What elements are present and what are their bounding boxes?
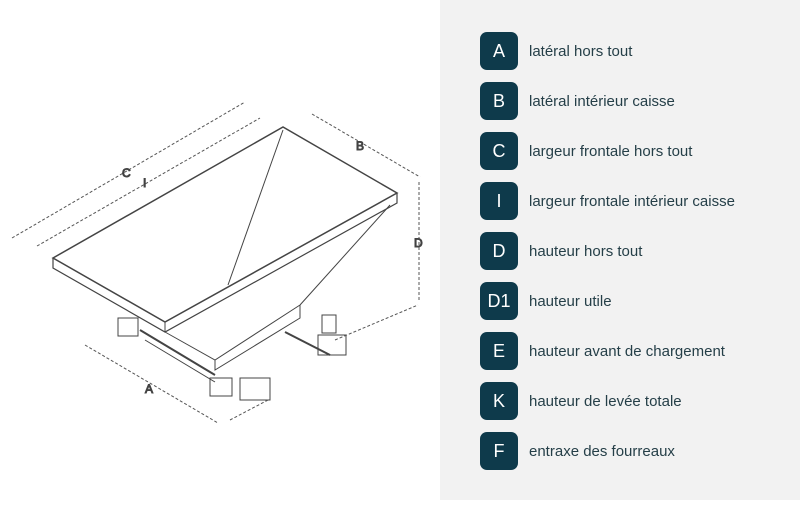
dimension-label-c: C <box>122 166 131 180</box>
legend-label: hauteur hors tout <box>529 242 643 260</box>
dimension-label-i: I <box>143 176 146 190</box>
legend-key-badge: D1 <box>480 282 518 320</box>
dimension-label-b: B <box>356 139 364 153</box>
legend-key-badge: B <box>480 82 518 120</box>
legend-label: largeur frontale intérieur caisse <box>529 192 735 210</box>
dimension-label-d: D <box>414 236 423 250</box>
legend-label: latéral hors tout <box>529 42 633 60</box>
legend-key-badge: D <box>480 232 518 270</box>
legend-key-badge: C <box>480 132 518 170</box>
legend-label: hauteur utile <box>529 292 612 310</box>
legend-label: largeur frontale hors tout <box>529 142 693 160</box>
legend-key-badge: E <box>480 332 518 370</box>
legend-item: D1 hauteur utile <box>480 281 612 321</box>
legend-label: latéral intérieur caisse <box>529 92 675 110</box>
dimension-label-a: A <box>145 382 153 396</box>
legend-key-badge: K <box>480 382 518 420</box>
legend-label: entraxe des fourreaux <box>529 442 675 460</box>
legend-key-badge: I <box>480 182 518 220</box>
legend-key-badge: A <box>480 32 518 70</box>
dimension-line-b <box>311 113 421 178</box>
dimension-line-i <box>36 117 261 247</box>
dimension-line-a <box>84 344 219 424</box>
legend-label: hauteur de levée totale <box>529 392 682 410</box>
hopper-diagram: C I B D A <box>11 101 424 424</box>
legend-label: hauteur avant de chargement <box>529 342 725 360</box>
hopper-body <box>51 126 399 401</box>
legend-key-badge: F <box>480 432 518 470</box>
